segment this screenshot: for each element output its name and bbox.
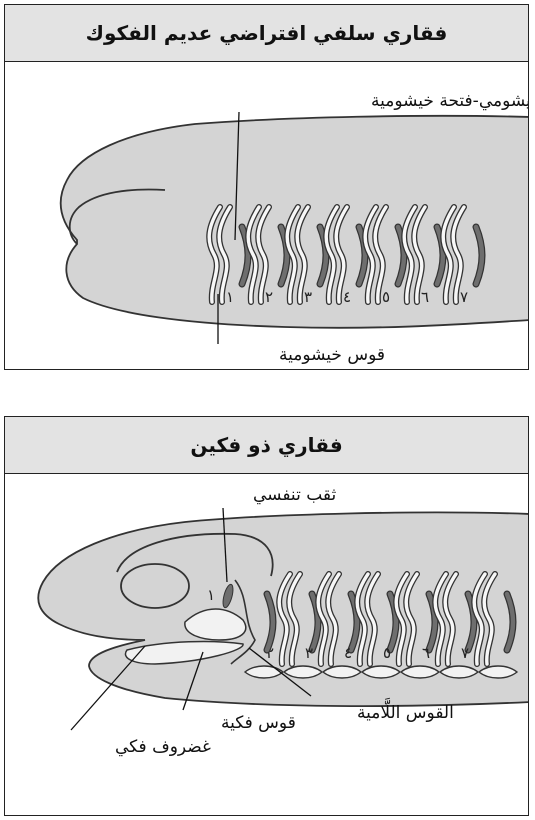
jawless-vertebrate-panel: فقاري سلفي افتراضي عديم الفكوك ١ ٢ ٣ ٤ ٥ ٦ ٧ ش… (4, 4, 529, 370)
arch-number: ١ (226, 288, 234, 306)
arch-number: ٦ (421, 288, 429, 306)
jaw-arch-label: قوس فكية (221, 713, 296, 733)
arch-number: ٧ (460, 288, 468, 306)
ventral-arch-element (362, 666, 400, 678)
arch-number: ٣ (304, 288, 312, 306)
gill-arch-label: قوس خيشومية (279, 345, 385, 365)
arch-number: ٤ (343, 288, 351, 306)
jaw-cartilage-label: غضروف فكي (115, 737, 211, 757)
panel-title: فقاري ذو فكين (5, 417, 528, 474)
ventral-arch-element (245, 666, 283, 678)
arch-number: ٥ (382, 288, 390, 306)
ventral-arch-element (401, 666, 439, 678)
jawless-diagram: ١ ٢ ٣ ٤ ٥ ٦ ٧ شق خيشومي-فتحة خيشومية قوس خيشوم… (5, 62, 529, 369)
spiracle-label: ثقب تنفسي (253, 485, 336, 505)
panel-title: فقاري سلفي افتراضي عديم الفكوك (5, 5, 528, 62)
ventral-arch-element (323, 666, 361, 678)
arch-number: ٢ (265, 288, 273, 306)
ventral-arch-element (479, 666, 517, 678)
gill-slit-label: شق خيشومي-فتحة خيشومية (371, 91, 529, 111)
arch-number: ٧ (461, 644, 469, 662)
ventral-arch-element (284, 666, 322, 678)
arch-number: ٥ (383, 644, 391, 662)
ventral-arch-element (440, 666, 478, 678)
eye (121, 564, 189, 608)
arch-number: ٣ (305, 644, 313, 662)
spiracle-number: ١ (207, 586, 215, 604)
arch-number: ٦ (422, 644, 430, 662)
arch-number: ٤ (344, 644, 352, 662)
